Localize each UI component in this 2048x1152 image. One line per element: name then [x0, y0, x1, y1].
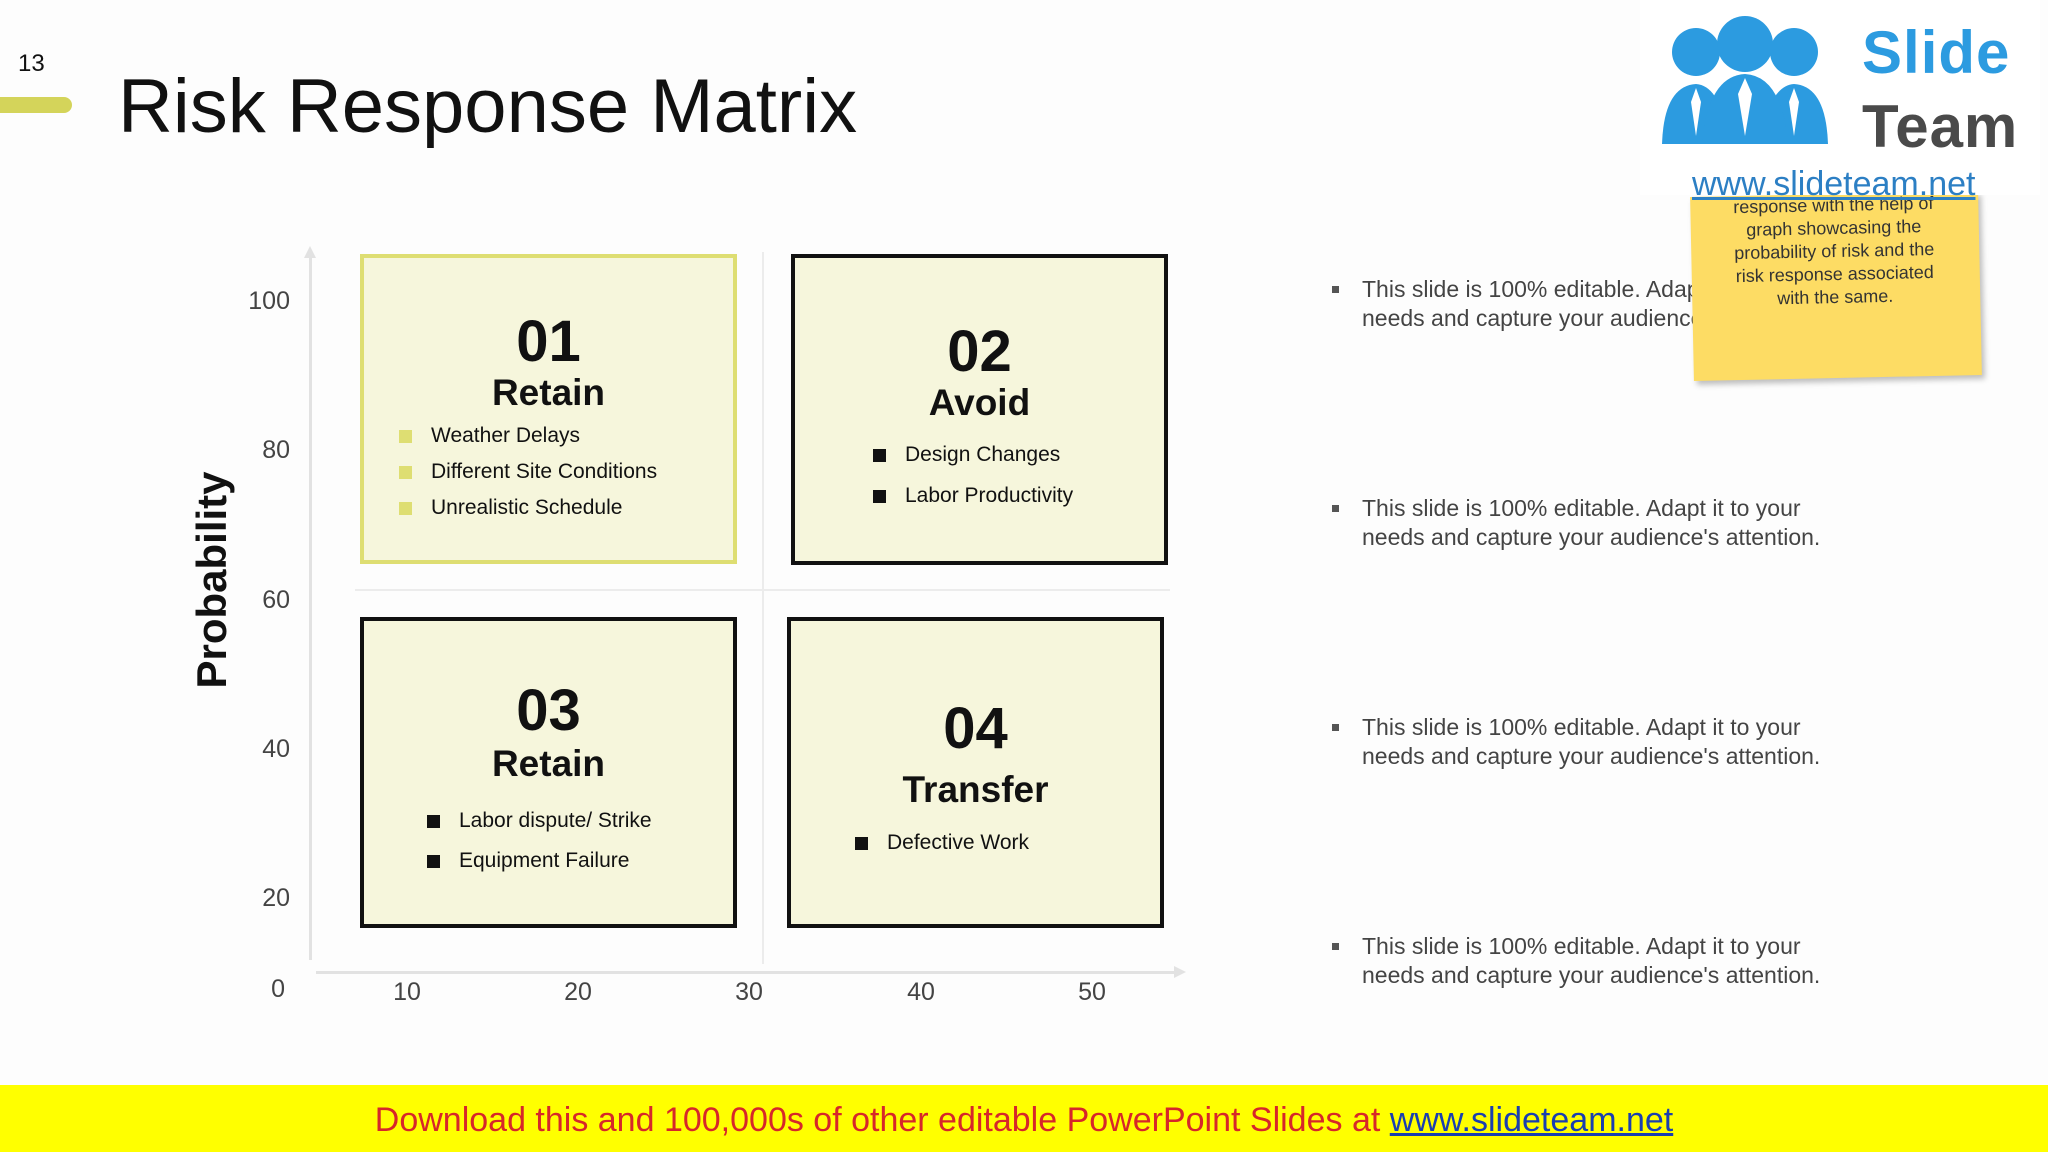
- list-item: Weather Delays: [399, 424, 657, 448]
- bullet-icon: [1332, 724, 1339, 731]
- note-3: This slide is 100% editable. Adapt it to…: [1332, 713, 1892, 771]
- quadrant-transfer: 04 Transfer Defective Work: [787, 617, 1164, 928]
- quadrant-number: 04: [943, 696, 1008, 761]
- quadrant-number: 03: [516, 678, 581, 743]
- slide-number: 13: [18, 50, 45, 77]
- quadrant-item-list: Labor dispute/ Strike Equipment Failure: [427, 809, 652, 873]
- note-line: This slide is 100% editable. Adapt it to…: [1362, 714, 1801, 740]
- banner-text: Download this and 100,000s of other edit…: [0, 1101, 2048, 1140]
- quadrant-name: Avoid: [928, 382, 1031, 423]
- accent-bar: [0, 97, 72, 113]
- people-icon: [1662, 16, 1828, 144]
- list-item: Equipment Failure: [427, 849, 652, 873]
- quadrant-name: Transfer: [902, 769, 1049, 810]
- logo-word-slide: Slide: [1862, 19, 2011, 86]
- quadrant-item-list: Defective Work: [855, 831, 1029, 855]
- x-axis-line: [316, 971, 1176, 974]
- x-tick-label: 40: [907, 978, 935, 1006]
- list-item: Labor Productivity: [873, 484, 1073, 508]
- quadrant-name: Retain: [491, 743, 606, 784]
- note-line: This slide is 100% editable. Adap: [1362, 276, 1700, 302]
- y-axis-label: Probability: [188, 471, 235, 689]
- y-axis-line: [309, 255, 312, 960]
- list-item: Different Site Conditions: [399, 460, 657, 484]
- quadrant-item-list: Design Changes Labor Productivity: [873, 443, 1073, 508]
- logo-word-team: Team: [1862, 93, 2019, 160]
- bullet-icon: [1332, 943, 1339, 950]
- x-tick-label: 20: [564, 978, 592, 1006]
- note-line: needs and capture your audience: [1362, 305, 1704, 331]
- sticky-note-text: response with the help of graph showcasi…: [1708, 191, 1960, 311]
- bullet-icon: [1332, 286, 1339, 293]
- y-axis-arrow: [304, 246, 316, 258]
- vertical-divider: [762, 252, 764, 964]
- note-line: needs and capture your audience's attent…: [1362, 743, 1821, 769]
- quadrant-number: 01: [516, 309, 581, 374]
- download-banner: Download this and 100,000s of other edit…: [0, 1085, 2048, 1152]
- quadrant-retain-1: 01 Retain Weather Delays Different Site …: [360, 254, 737, 564]
- x-tick-label: 50: [1078, 978, 1106, 1006]
- x-axis-arrow: [1174, 966, 1186, 978]
- y-tick-label: 20: [262, 884, 290, 912]
- quadrant-number: 02: [947, 319, 1012, 384]
- note-line: This slide is 100% editable. Adapt it to…: [1362, 495, 1801, 521]
- logo-url-link[interactable]: www.slideteam.net: [1692, 165, 1976, 203]
- x-tick-label: 10: [393, 978, 421, 1006]
- list-item: Design Changes: [873, 443, 1073, 467]
- list-item: Unrealistic Schedule: [399, 496, 657, 520]
- note-1: This slide is 100% editable. Adap needs …: [1332, 275, 1892, 333]
- y-tick-label: 0: [271, 975, 285, 1003]
- bullet-icon: [1332, 505, 1339, 512]
- horizontal-divider: [355, 589, 1170, 591]
- y-tick-label: 100: [248, 287, 290, 315]
- note-line: This slide is 100% editable. Adapt it to…: [1362, 933, 1801, 959]
- slideteam-logo: Slide Team www.slideteam.net: [1640, 0, 2040, 203]
- note-4: This slide is 100% editable. Adapt it to…: [1332, 932, 1892, 990]
- quadrant-avoid: 02 Avoid Design Changes Labor Productivi…: [791, 254, 1168, 565]
- banner-link[interactable]: www.slideteam.net: [1389, 1101, 1674, 1139]
- note-line: needs and capture your audience's attent…: [1362, 524, 1821, 550]
- note-line: needs and capture your audience's attent…: [1362, 962, 1821, 988]
- quadrant-name: Retain: [491, 372, 606, 413]
- y-tick-label: 40: [262, 735, 290, 763]
- x-tick-label: 30: [735, 978, 763, 1006]
- quadrant-item-list: Weather Delays Different Site Conditions…: [399, 424, 657, 520]
- sticky-note: response with the help of graph showcasi…: [1690, 191, 1982, 381]
- note-2: This slide is 100% editable. Adapt it to…: [1332, 494, 1892, 552]
- y-tick-label: 80: [262, 436, 290, 464]
- y-tick-label: 60: [262, 586, 290, 614]
- slide-title: Risk Response Matrix: [118, 64, 858, 149]
- list-item: Labor dispute/ Strike: [427, 809, 652, 833]
- list-item: Defective Work: [855, 831, 1029, 855]
- banner-message: Download this and 100,000s of other edit…: [374, 1101, 1390, 1139]
- quadrant-retain-2: 03 Retain Labor dispute/ Strike Equipmen…: [360, 617, 737, 928]
